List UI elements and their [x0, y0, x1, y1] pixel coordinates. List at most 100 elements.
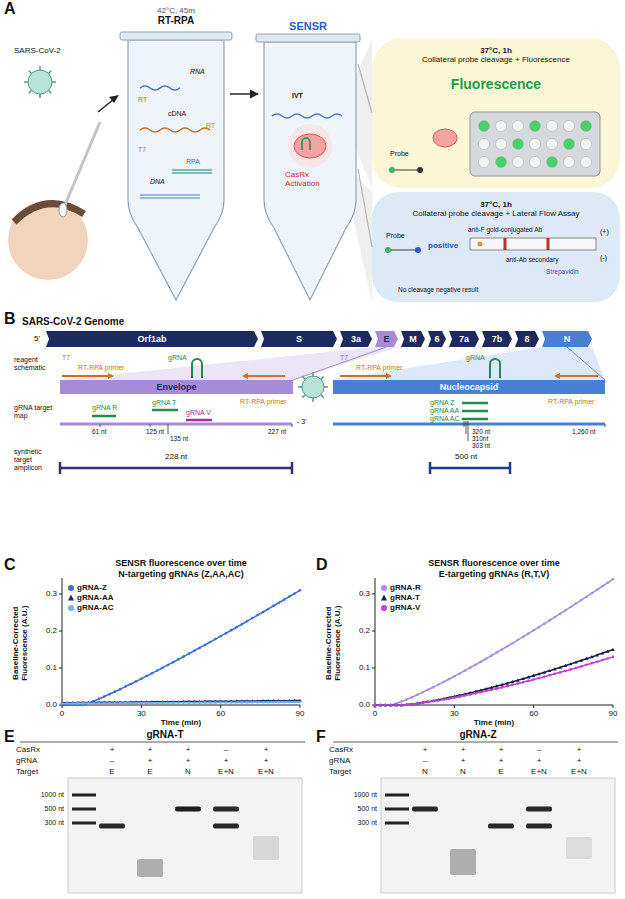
genome-segment: S	[261, 331, 337, 347]
data-point	[479, 691, 482, 694]
primer-schematic	[490, 359, 500, 378]
data-point	[92, 702, 95, 705]
data-point	[558, 666, 562, 669]
label: 0	[373, 709, 377, 718]
data-point	[453, 675, 456, 678]
plate-well	[564, 121, 575, 132]
data-point	[145, 702, 148, 705]
data-point	[379, 704, 382, 707]
data-point	[554, 616, 557, 619]
data-point	[527, 680, 530, 683]
label: +	[186, 756, 191, 765]
label: gRNA target map	[14, 404, 54, 420]
label: 125 nt	[146, 428, 164, 435]
gel-band	[213, 807, 239, 812]
data-point	[453, 696, 456, 699]
data-point	[71, 702, 74, 705]
data-point	[543, 675, 546, 678]
label: (-)	[600, 254, 607, 262]
node-text: Envelope	[156, 382, 196, 392]
data-series	[375, 650, 613, 706]
data-point	[542, 671, 546, 674]
data-point	[464, 669, 467, 672]
data-point	[522, 681, 525, 684]
data-point	[416, 702, 419, 705]
data-point	[140, 702, 143, 705]
sensr-tube	[294, 134, 326, 158]
data-point	[569, 606, 572, 609]
ladder-band	[385, 794, 409, 797]
label: +	[148, 745, 153, 754]
plate-well	[581, 139, 592, 150]
label: 30	[450, 709, 459, 718]
virus-icon	[24, 66, 56, 98]
label: 1000 nt	[354, 791, 377, 799]
data-point	[193, 649, 196, 652]
lateral-flow-strip	[478, 242, 483, 247]
data-point	[548, 674, 551, 677]
rt-rpa-tube	[172, 170, 212, 173]
data-point	[140, 677, 143, 680]
data-point	[151, 702, 154, 705]
node-text: Collateral probe cleavage + Fluorescence	[382, 55, 610, 64]
plate-well	[530, 157, 541, 168]
probe-icon	[389, 167, 395, 173]
label: 0	[60, 709, 64, 718]
data-point	[267, 608, 270, 611]
data-point	[427, 701, 430, 704]
gel-image	[381, 778, 615, 893]
data-point	[262, 611, 265, 614]
legend-swatch	[381, 585, 387, 591]
genome-segment: Orf1ab	[46, 331, 258, 347]
data-point	[177, 658, 180, 661]
legend-entry: gRNA-V	[381, 603, 420, 612]
data-point	[543, 622, 546, 625]
label: +	[148, 756, 153, 765]
label: (+)	[600, 228, 609, 236]
panel-letter: C	[4, 556, 16, 574]
data-point	[400, 704, 403, 707]
data-point	[135, 702, 138, 705]
data-point	[394, 703, 398, 706]
label: gRNA-T	[146, 729, 183, 741]
data-point	[150, 700, 154, 703]
data-point	[474, 663, 477, 666]
data-point	[235, 626, 238, 629]
data-point	[601, 651, 605, 654]
data-point	[66, 702, 69, 705]
sensr-tube	[256, 34, 360, 42]
primer-schematic	[554, 373, 560, 379]
data-series	[375, 657, 613, 705]
y-axis	[375, 578, 376, 705]
data-point	[448, 678, 451, 681]
data-point	[166, 664, 169, 667]
plate-well	[496, 121, 507, 132]
lateral-flow-strip	[470, 238, 596, 250]
virus-icon	[302, 376, 324, 398]
data-point	[373, 703, 377, 706]
node-text: 3a	[351, 334, 361, 344]
gel-band	[526, 824, 552, 829]
rt-rpa-tube	[140, 86, 180, 90]
data-point	[469, 693, 472, 696]
data-point	[458, 672, 461, 675]
label: 228 nt	[165, 452, 187, 461]
data-point	[538, 677, 541, 680]
data-point	[87, 701, 91, 704]
data-point	[61, 702, 64, 705]
label: SARS-CoV-2 Genome	[22, 316, 124, 328]
plate-well	[513, 121, 524, 132]
data-point	[585, 657, 589, 660]
plate-well	[479, 139, 490, 150]
label: –	[224, 745, 228, 754]
data-point	[569, 668, 572, 671]
data-point	[564, 670, 567, 673]
primer-schematic	[248, 375, 285, 377]
data-point	[65, 701, 69, 704]
label: T7	[138, 146, 146, 154]
data-point	[591, 662, 594, 665]
data-point	[590, 655, 594, 658]
data-point	[161, 667, 164, 670]
label: 300 nt	[358, 819, 377, 827]
gRNA-target-map	[100, 424, 292, 434]
